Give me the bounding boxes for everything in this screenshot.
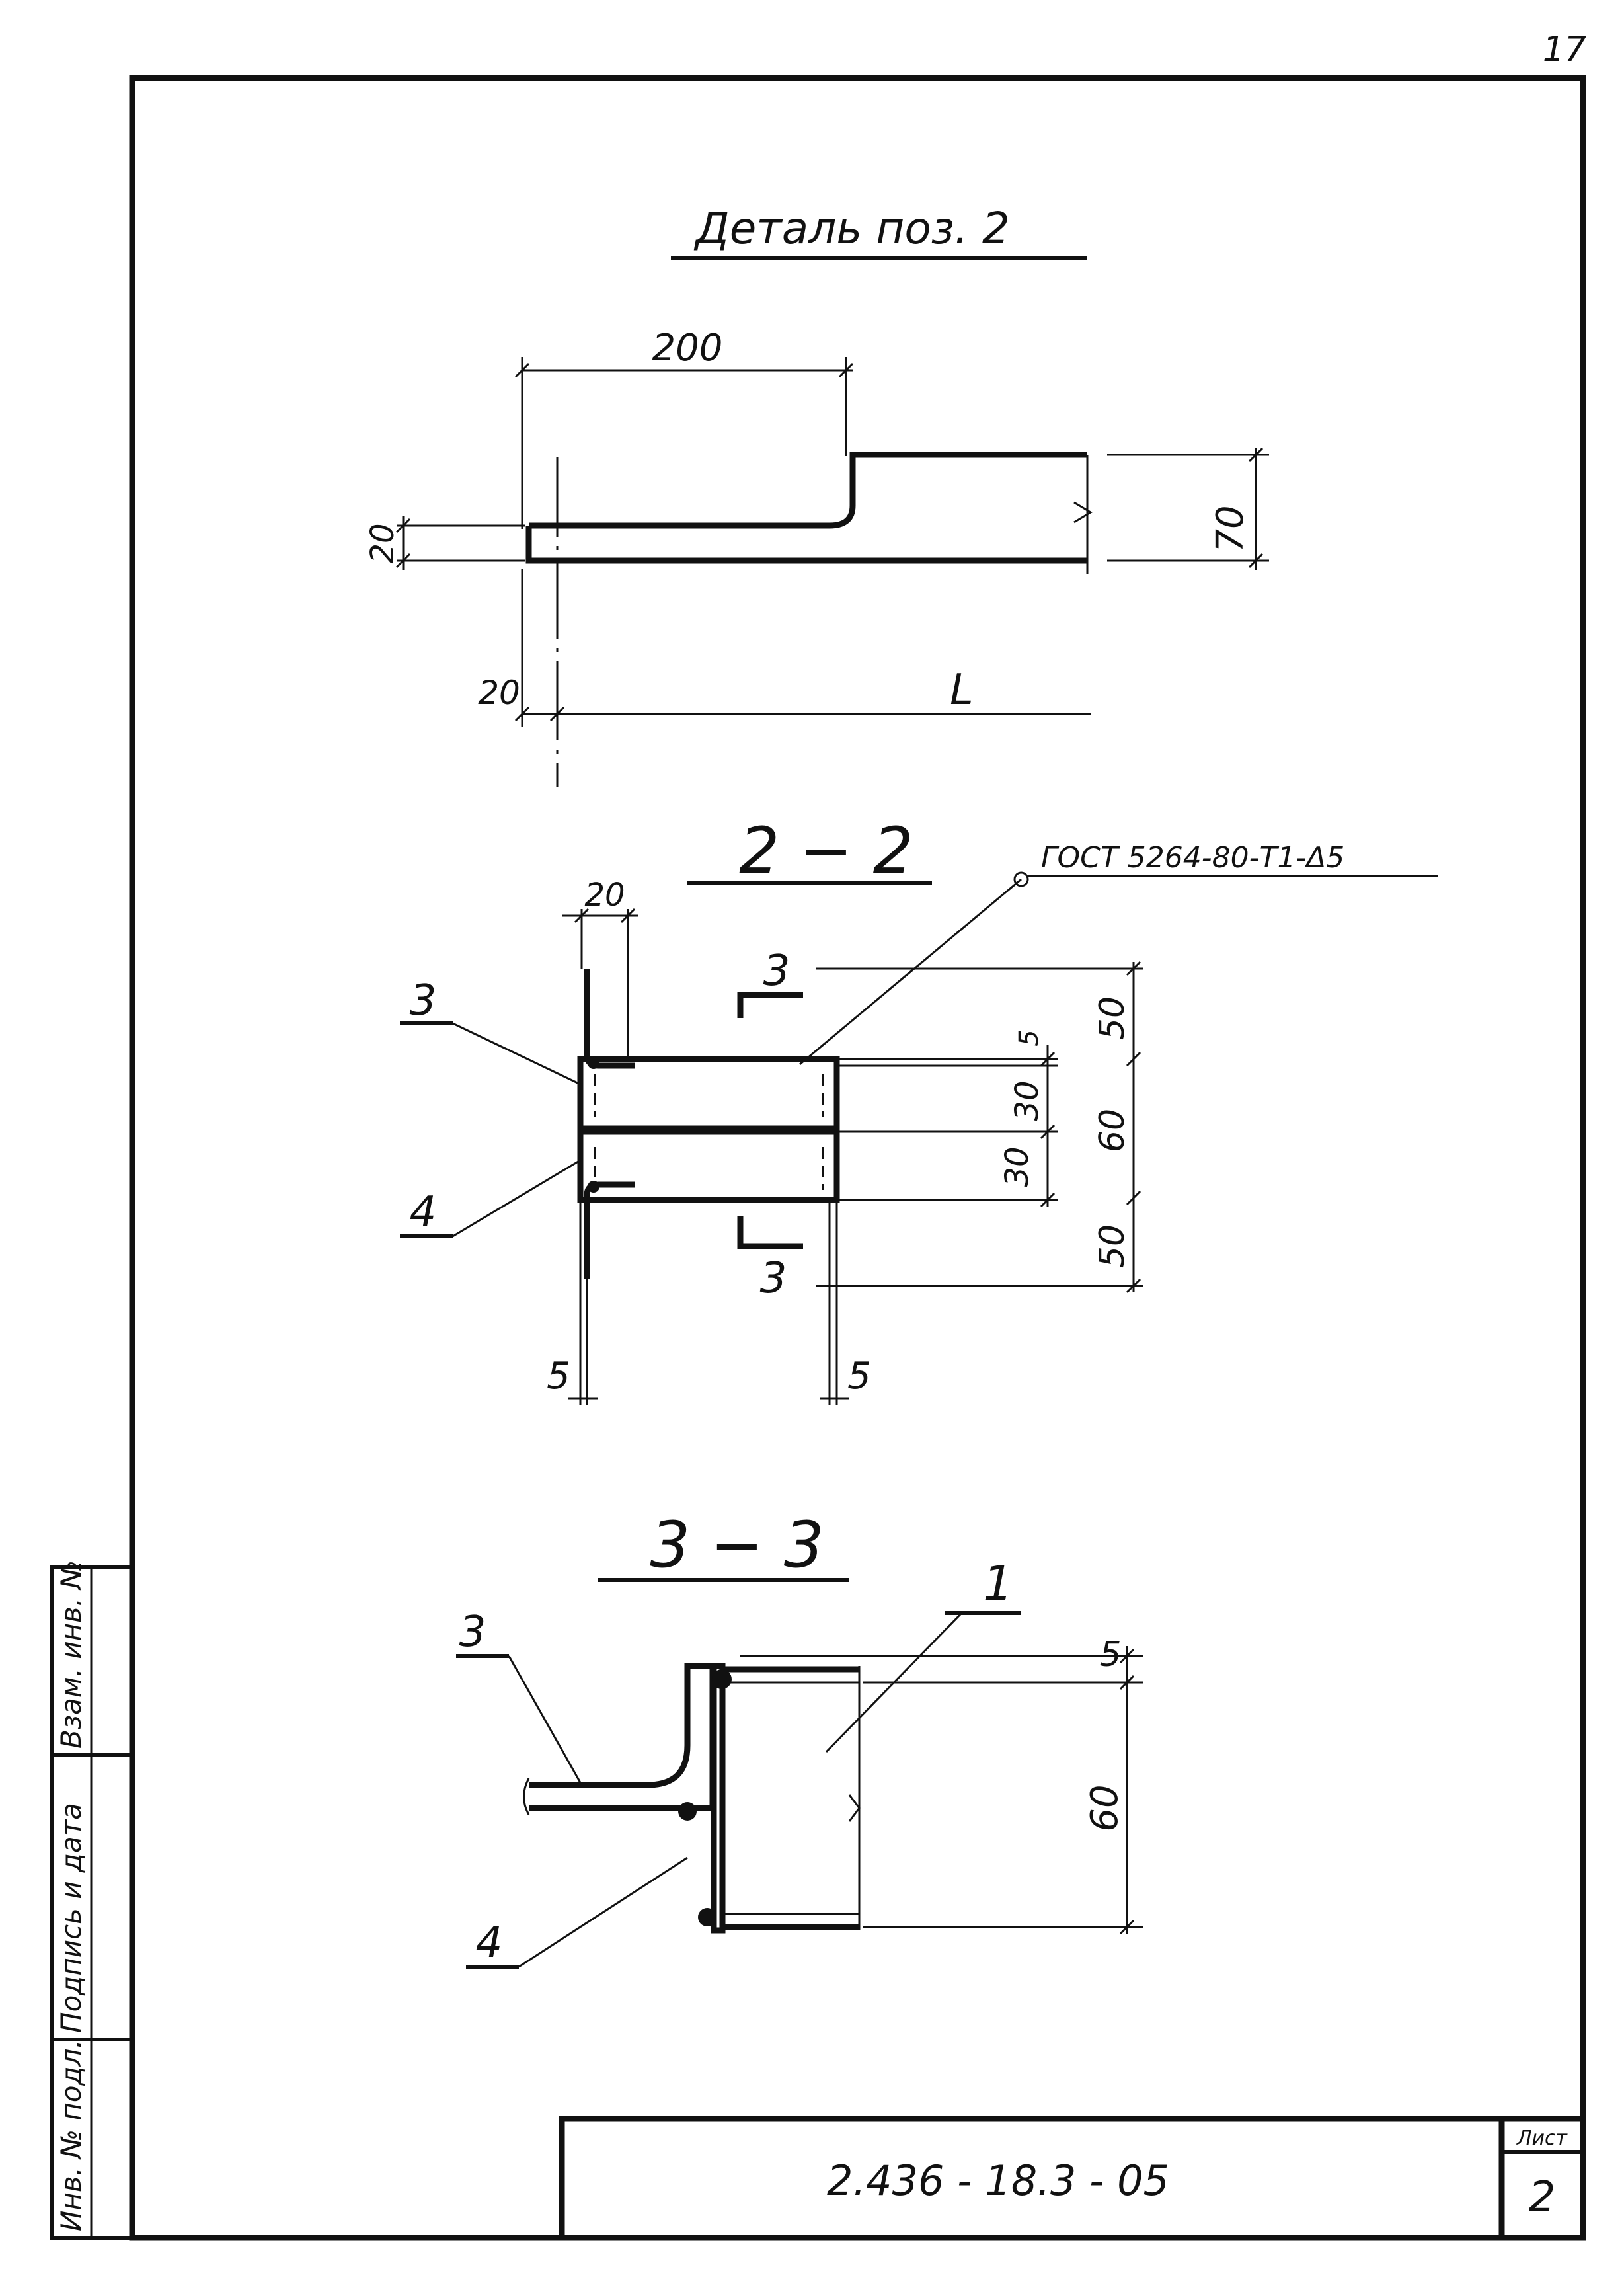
dim-L: L (950, 666, 974, 715)
side-stamp: Взам. инв. № Подпись и дата Инв. № подл. (50, 1560, 134, 2240)
sheet-label: Лист (1516, 2127, 1568, 2150)
dim-50-top: 50 (1093, 996, 1132, 1040)
stamp-field-signature: Подпись и дата (55, 1803, 87, 2033)
weld-bead-middle (678, 1802, 697, 1821)
dim-5-left: 5 (547, 1355, 570, 1398)
callout-4: 4 (410, 1188, 437, 1237)
callout-3: 3 (410, 976, 437, 1025)
dim-200: 200 (652, 327, 723, 370)
section-2-2-title: 2 − 2 (739, 814, 913, 888)
cut-mark-top-label: 3 (763, 947, 791, 996)
title-block: 2.436 - 18.3 - 05 Лист 2 (559, 2116, 1586, 2241)
dim-50-bottom: 50 (1093, 1224, 1132, 1268)
dim-5: 5 (1014, 1029, 1044, 1046)
dim-60: 60 (1093, 1109, 1132, 1152)
section-3-3-title: 3 − 3 (650, 1508, 824, 1582)
dim-20-bottom: 20 (478, 674, 520, 712)
callout-4-33: 4 (476, 1919, 503, 1967)
weld-note: ГОСТ 5264-80-Т1-Δ5 (1041, 841, 1344, 875)
cut-mark-top (737, 992, 803, 1018)
cut-mark-bottom (737, 1216, 803, 1249)
dim-5-33: 5 (1099, 1635, 1121, 1675)
dim-5-right: 5 (847, 1355, 871, 1398)
cut-mark-bottom-label: 3 (760, 1254, 787, 1303)
document-code: 2.436 - 18.3 - 05 (827, 2157, 1169, 2205)
section-2-2: 2 − 2 ГОСТ 5264-80-Т1-Δ5 20 3 4 3 (400, 814, 1438, 1405)
bent-plate (525, 452, 1087, 564)
section-3-3-plate (529, 1663, 716, 1811)
callout-3-33: 3 (459, 1608, 486, 1657)
break-mark (848, 1794, 861, 1822)
sheet-number: 2 (1529, 2173, 1556, 2222)
dim-30-top: 30 (1009, 1080, 1046, 1121)
dim-20-left: 20 (364, 523, 401, 563)
stamp-field-inventory: Инв. № подл. (55, 2039, 87, 2231)
weld-bead-top (712, 1669, 732, 1689)
weld-dot-lower (588, 1181, 599, 1193)
callout-1: 1 (983, 1556, 1013, 1611)
section-3-3: 3 − 3 1 3 4 (456, 1508, 1143, 1969)
dim-30-bottom: 30 (999, 1146, 1036, 1187)
weld-bead-bottom (698, 1908, 716, 1926)
upper-channel (577, 1056, 840, 1132)
page-number: 17 (1543, 30, 1586, 69)
plate-edge-mark (1073, 501, 1093, 524)
stamp-field-replaced: Взам. инв. № (55, 1560, 87, 1749)
dim-60-33: 60 (1083, 1784, 1126, 1831)
weld-leader-origin (1013, 871, 1029, 887)
weld-dot-upper (588, 1057, 599, 1069)
dim-70: 70 (1209, 505, 1252, 552)
lower-channel (577, 1128, 840, 1203)
dim-20-top: 20 (584, 877, 625, 914)
detail-pos-2: Деталь поз. 2 200 70 20 (364, 203, 1269, 787)
detail-title: Деталь поз. 2 (693, 203, 1010, 254)
